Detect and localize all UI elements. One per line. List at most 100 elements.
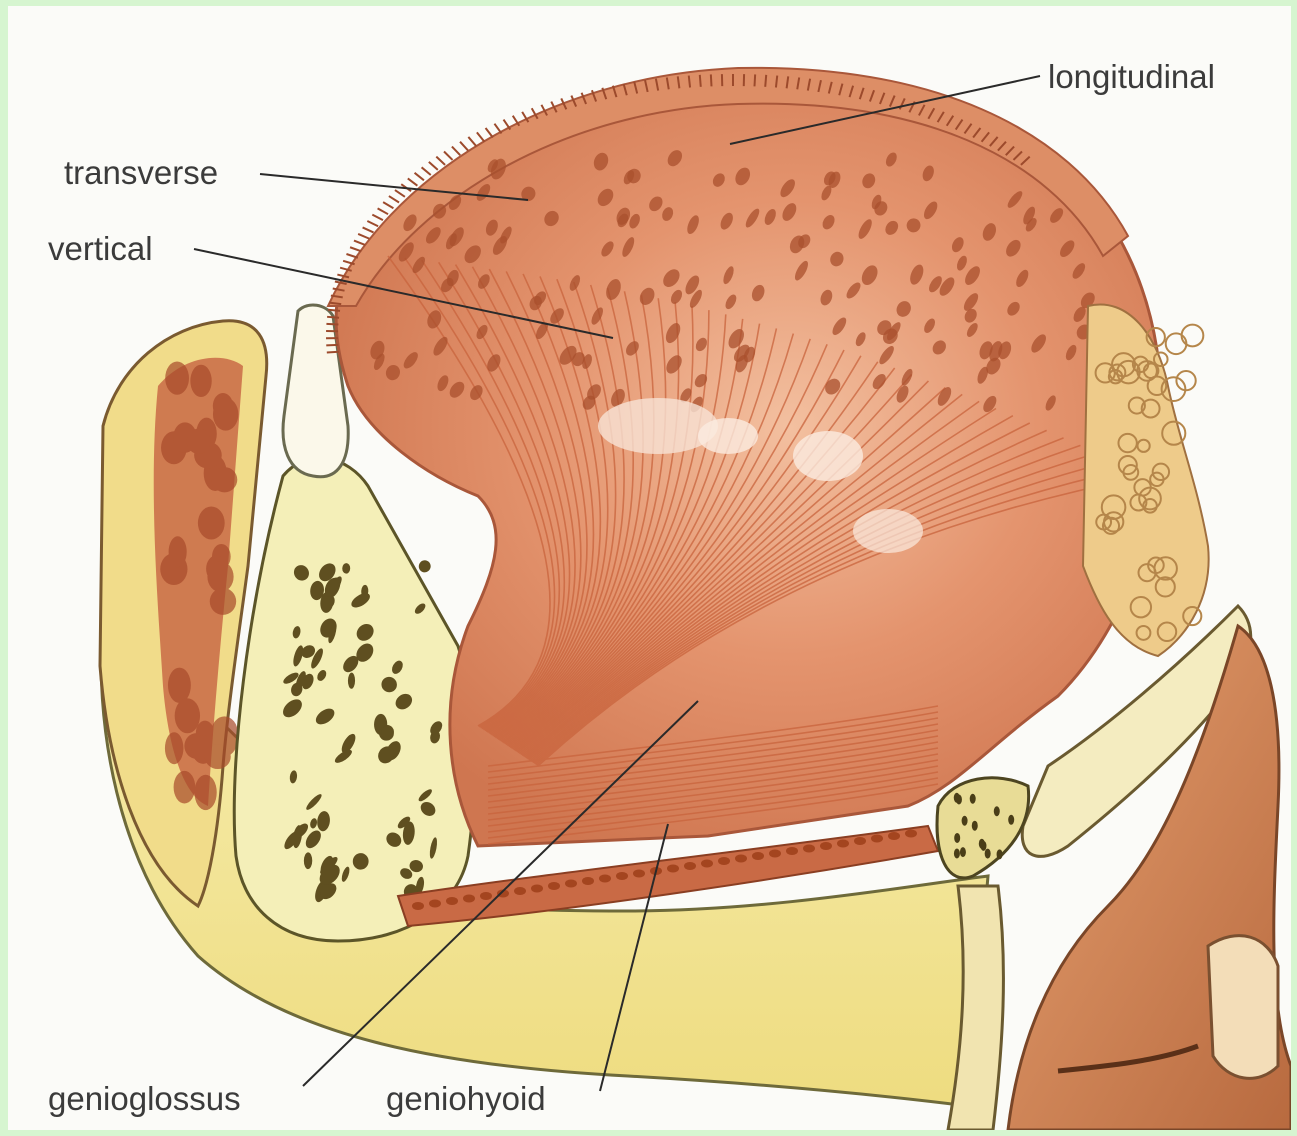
floor-muscle-cell [599, 875, 611, 883]
papilla [460, 142, 468, 151]
lingual-gland [1182, 325, 1204, 347]
lip-muscle-cell [194, 775, 216, 810]
papilla [378, 208, 388, 214]
hyoid-trabecula [956, 794, 962, 804]
floor-muscle-cell [463, 895, 475, 903]
lip-muscle-cell [213, 398, 238, 431]
label-vertical: vertical [48, 232, 153, 265]
highlight-4 [853, 509, 923, 553]
papilla [700, 75, 701, 87]
hyoid-trabecula [972, 821, 978, 831]
floor-muscle-cell [514, 887, 526, 895]
mandible [234, 458, 474, 941]
papilla [765, 75, 766, 87]
lip-muscle-cell [165, 732, 183, 764]
papilla [436, 157, 445, 165]
papilla [327, 352, 339, 353]
lip-muscle-cell [212, 467, 238, 492]
papilla [776, 76, 777, 88]
hyoid-trabecula [962, 816, 968, 826]
papilla [395, 190, 405, 197]
papilla [354, 241, 365, 245]
floor-muscle-cell [633, 870, 645, 878]
floor-muscle-cell [888, 832, 900, 840]
label-longitudinal: longitudinal [1048, 60, 1215, 93]
papilla [477, 132, 485, 141]
floor-muscle-cell [871, 835, 883, 843]
floor-muscle-cell [905, 830, 917, 838]
lingual-gland [1166, 333, 1187, 354]
lip-muscle-cell [165, 362, 189, 395]
papilla [415, 173, 424, 180]
floor-muscle-cell [854, 837, 866, 845]
papilla [468, 137, 476, 146]
floor-muscle-cell [820, 842, 832, 850]
floor-muscle-cell [684, 862, 696, 870]
hyoid-trabecula [994, 806, 1000, 816]
papilla [422, 167, 431, 175]
hyoid-trabecula [970, 794, 976, 804]
floor-muscle-cell [735, 855, 747, 863]
floor-muscle-cell [769, 850, 781, 858]
papilla [350, 247, 361, 251]
lip-muscle-cell [207, 561, 233, 592]
floor-muscle-cell [582, 877, 594, 885]
floor-muscle-cell [616, 872, 628, 880]
papilla [328, 310, 340, 311]
floor-muscle-cell [667, 865, 679, 873]
highlight-1 [598, 398, 718, 454]
floor-muscle-cell [412, 902, 424, 910]
papilla [711, 74, 712, 86]
papilla [494, 124, 501, 134]
label-geniohyoid: geniohyoid [386, 1082, 546, 1115]
hyoid-trabecula [954, 848, 960, 858]
lip-muscle-cell [198, 507, 225, 540]
papilla [408, 178, 418, 185]
papilla [689, 76, 690, 88]
papilla [367, 221, 378, 226]
lip-muscle-cell [168, 668, 191, 703]
lip-muscle-cell [205, 744, 231, 769]
trachea-outline [1208, 936, 1278, 1079]
lip-muscle-cell [169, 536, 187, 567]
floor-muscle-cell [718, 857, 730, 865]
floor-muscle-cell [837, 840, 849, 848]
label-transverse: transverse [64, 156, 218, 189]
hyoid-trabecula [997, 849, 1003, 859]
floor-muscle-cell [480, 892, 492, 900]
floor-muscle-cell [565, 880, 577, 888]
hyoid-trabecula [960, 847, 966, 857]
lip-muscle-cell [190, 365, 211, 397]
papilla [372, 215, 383, 221]
lip-muscle-cell [210, 588, 236, 615]
papilla [444, 152, 453, 160]
floor-muscle-cell [548, 882, 560, 890]
hyoid-trabecula [1008, 815, 1014, 825]
floor-muscle-cell [446, 897, 458, 905]
label-genioglossus: genioglossus [48, 1082, 241, 1115]
papilla [452, 147, 460, 156]
papilla [383, 202, 393, 208]
highlight-2 [698, 418, 758, 454]
papilla [389, 196, 399, 202]
hyoid-trabecula [980, 841, 986, 851]
lip-muscle-cell [187, 429, 211, 454]
floor-muscle-cell [803, 845, 815, 853]
papilla [327, 317, 339, 318]
papilla [429, 162, 438, 170]
floor-muscle-cell [701, 860, 713, 868]
papilla [363, 227, 374, 232]
floor-muscle-cell [429, 900, 441, 908]
bone-trabecula [417, 558, 433, 574]
hyoid-bone [937, 778, 1029, 878]
hyoid-trabecula [954, 833, 960, 843]
papilla [358, 234, 369, 239]
floor-muscle-cell [531, 885, 543, 893]
floor-muscle-cell [786, 847, 798, 855]
papilla [326, 324, 338, 325]
illustration-frame: longitudinal transverse vertical geniogl… [8, 6, 1291, 1130]
highlight-3 [793, 431, 863, 481]
hyoid-trabecula [985, 849, 991, 859]
papilla [486, 128, 493, 138]
lip-muscle-cell [175, 698, 200, 733]
